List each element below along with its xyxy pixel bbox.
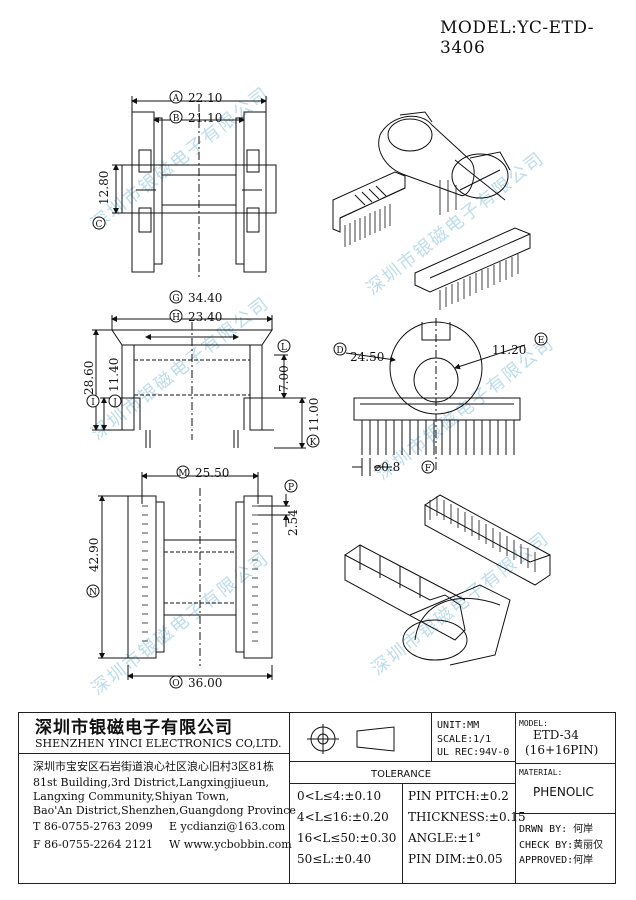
dim-e: 11.20	[492, 343, 526, 357]
dim-letter-d: D	[336, 346, 343, 356]
material-label: MATERIAL:	[519, 768, 563, 777]
fax: F 86-0755-2264 2121	[33, 838, 154, 851]
bottom-view-3	[127, 488, 273, 666]
pin-count: (16+16PIN)	[525, 743, 599, 757]
dim-letter-i: I	[91, 398, 95, 408]
dim-letter-n: N	[89, 588, 97, 598]
title-block: 深圳市银磁电子有限公司 SHENZHEN YINCI ELECTRONICS C…	[18, 712, 616, 884]
company-name-cn: 深圳市银磁电子有限公司	[35, 718, 233, 738]
side-view-2	[110, 322, 274, 448]
checked-by: CHECK BY:黄丽仅	[519, 840, 604, 851]
pin-pitch-tolerance: PIN PITCH:±0.2	[408, 789, 509, 803]
address-en-2: Langxing Community,Shiyan Town,	[33, 790, 230, 803]
dim-l: 7.00	[277, 365, 291, 392]
dim-o: 36.00	[188, 676, 222, 690]
dim-n: 42.90	[87, 538, 101, 572]
dim-b: 21.10	[188, 111, 222, 125]
tolerance-4: 50≤L:±0.40	[297, 852, 372, 866]
model-label: MODEL:	[519, 719, 548, 728]
tel: T 86-0755-2763 2099	[33, 820, 153, 833]
top-view-1	[121, 104, 277, 280]
drawing-sheet: A 22.10 B 21.10 C 12.80 G 34.40 H 23.40 …	[82, 90, 551, 690]
material-value: PHENOLIC	[533, 785, 594, 799]
dim-letter-f: F	[425, 464, 431, 474]
dim-letter-e: E	[538, 336, 545, 346]
dim-d: 24.50	[350, 350, 384, 364]
approved-by: APPROVED:何岸	[519, 855, 594, 866]
address-en-3: Bao'An District,Shenzhen,Guangdong Provi…	[33, 804, 296, 817]
dim-letter-l: L	[281, 343, 287, 353]
address-cn: 深圳市宝安区石岩街道浪心社区浪心旧村3区81栋	[33, 760, 274, 773]
dim-m: 25.50	[195, 466, 229, 480]
dim-letter-a: A	[172, 94, 180, 104]
dim-letter-b: B	[173, 114, 180, 124]
dim-letter-k: K	[310, 438, 317, 448]
company-name-en: SHENZHEN YINCI ELECTRONICS CO,LTD.	[35, 737, 282, 750]
tolerance-1: 0<L≤4:±0.10	[297, 789, 382, 803]
dim-letter-c: C	[96, 220, 103, 230]
unit: UNIT:MM	[437, 720, 480, 731]
tolerance-2: 4<L≤16:±0.20	[297, 810, 389, 824]
tolerance-3: 16<L≤50:±0.30	[297, 831, 397, 845]
dim-letter-h: H	[172, 313, 180, 323]
dim-letter-o: O	[172, 679, 179, 689]
dim-letter-p: P	[288, 483, 294, 493]
dim-p: 2.54	[286, 509, 300, 536]
dim-c: 12.80	[97, 171, 111, 205]
projection-symbol-icon	[307, 724, 395, 754]
dim-letter-j: J	[112, 398, 117, 408]
model-value: ETD-34	[533, 728, 579, 742]
dim-h: 23.40	[188, 310, 222, 324]
tolerance-title: TOLERANCE	[371, 769, 432, 780]
front-view-2	[353, 318, 521, 470]
dim-letter-m: M	[178, 469, 187, 479]
dim-k: 11.00	[307, 398, 321, 432]
address-en-1: 81st Building,3rd District,Langxingjiueu…	[33, 776, 270, 789]
drawn-by: DRWN BY: 何岸	[519, 824, 594, 835]
thickness-tolerance: THICKNESS:±0.15	[408, 810, 526, 824]
dim-g: 34.40	[188, 291, 222, 305]
email: E ycdianzi@163.com	[169, 820, 286, 833]
scale: SCALE:1/1	[437, 734, 492, 745]
website: W www.ycbobbin.com	[169, 838, 292, 851]
model-title: MODEL:YC-ETD-3406	[440, 18, 595, 58]
dim-f: ⌀0.8	[374, 460, 400, 474]
pin-dim-tolerance: PIN DIM:±0.05	[408, 852, 503, 866]
dim-letter-g: G	[172, 294, 179, 304]
dim-j: 11.40	[107, 358, 121, 392]
ul-rec: UL REC:94V-0	[437, 747, 510, 758]
iso-view-1	[332, 111, 531, 310]
angle-tolerance: ANGLE:±1°	[408, 831, 482, 845]
dim-i: 28.60	[82, 361, 96, 395]
iso-view-3	[344, 494, 551, 666]
dim-a: 22.10	[188, 91, 222, 105]
